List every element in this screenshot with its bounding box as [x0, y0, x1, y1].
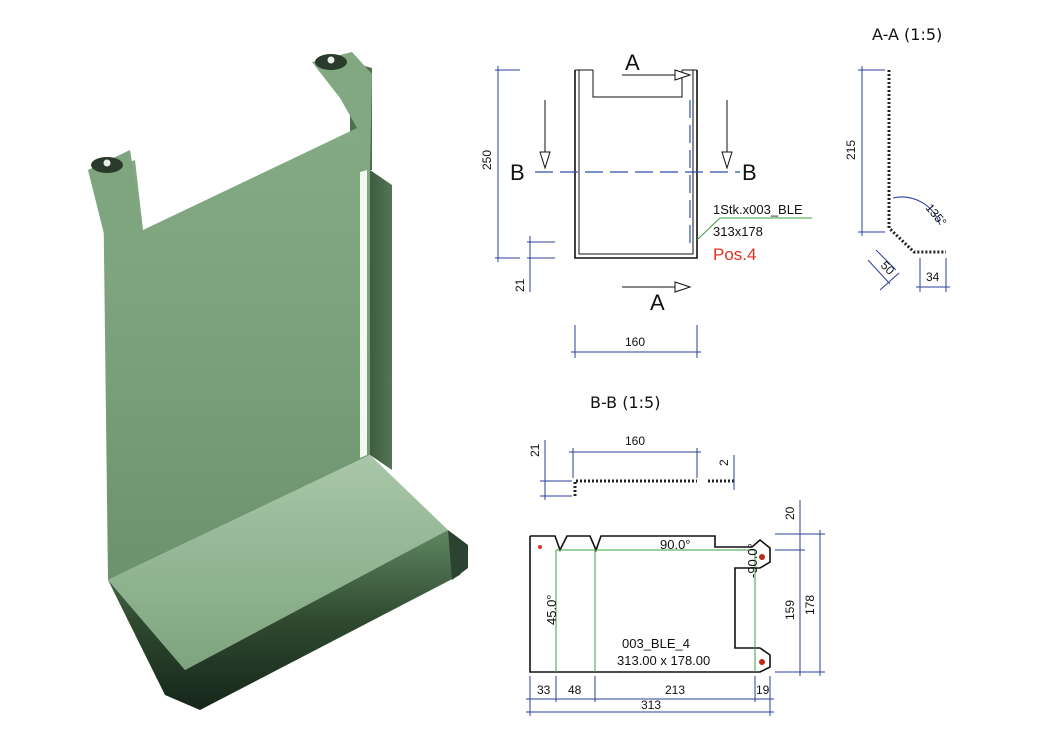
main-face [103, 62, 370, 580]
section-a-a: A-A (1:5) 215 135° 50 34 [844, 25, 950, 292]
position-label: Pos.4 [713, 245, 756, 264]
front-inner [578, 70, 694, 255]
front-notch [592, 70, 683, 98]
right-tab-hole [327, 56, 335, 64]
note-size: 313x178 [713, 224, 763, 239]
dim-aa-height: 215 [844, 140, 858, 160]
flat-dim-33: 33 [537, 683, 551, 697]
isometric-part-view [88, 52, 468, 710]
left-tab [88, 150, 143, 250]
side-flange [370, 170, 392, 470]
arrow-a-bottom [674, 281, 692, 293]
flat-dim-19: 19 [756, 683, 770, 697]
flat-angle-bend: 45.0° [544, 594, 559, 625]
dim-bb-width: 160 [625, 434, 645, 448]
dim-bb-flange: 21 [528, 443, 542, 457]
edge-highlight [360, 170, 367, 458]
flat-angle-side: -90.0° [745, 543, 760, 578]
cut-label-b-left: B [510, 160, 525, 185]
hole-top [759, 554, 765, 560]
bottom-leg [108, 530, 468, 710]
dim-height: 250 [480, 150, 494, 170]
flat-angle-top: 90.0° [660, 537, 691, 552]
dim-aa-offset: 34 [926, 270, 940, 284]
flat-dim-48: 48 [568, 683, 582, 697]
angle-arc [892, 196, 941, 226]
dim-bb-thickness: 2 [717, 459, 731, 466]
flat-dim-213: 213 [665, 683, 685, 697]
flat-dim-20: 20 [783, 506, 797, 520]
section-aa-profile [887, 70, 946, 254]
flat-dim-313: 313 [641, 698, 661, 712]
left-tab-hole [103, 159, 111, 167]
flat-pattern: 90.0° -90.0° 45.0° 003_BLE_4 313.00 x 17… [526, 500, 825, 716]
right-tab [312, 52, 372, 170]
section-aa-title: A-A (1:5) [872, 25, 942, 44]
flat-part-size: 313.00 x 178.00 [617, 653, 710, 668]
flat-dim-159: 159 [783, 600, 797, 620]
mark-dot [538, 545, 542, 549]
dim-bottom: 21 [513, 278, 527, 292]
dim-aa-leg: 50 [878, 258, 898, 278]
section-b-b: B-B (1:5) 160 21 2 [528, 393, 735, 500]
note-leader [696, 217, 812, 241]
section-bb-profile [573, 479, 697, 496]
flat-outline [529, 535, 771, 673]
section-bb-title: B-B (1:5) [590, 393, 660, 412]
dim-width: 160 [625, 335, 645, 349]
cut-label-b-right: B [742, 160, 757, 185]
arrow-a-top [674, 69, 692, 81]
flat-part-name: 003_BLE_4 [622, 636, 690, 651]
bottom-corner [448, 530, 468, 580]
hole-bottom [759, 659, 765, 665]
front-outline [574, 70, 698, 259]
arrow-b-right [721, 151, 733, 170]
note-quantity: 1Stk.x003_BLE [713, 202, 803, 217]
arrow-b-left [539, 151, 551, 170]
slope-face [108, 455, 448, 670]
front-view: A A B B 250 21 160 1Stk.x003_BLE 313x178… [480, 50, 812, 358]
cut-label-a-bottom: A [650, 290, 665, 315]
flat-dim-178: 178 [803, 595, 817, 615]
cut-label-a-top: A [625, 50, 640, 75]
